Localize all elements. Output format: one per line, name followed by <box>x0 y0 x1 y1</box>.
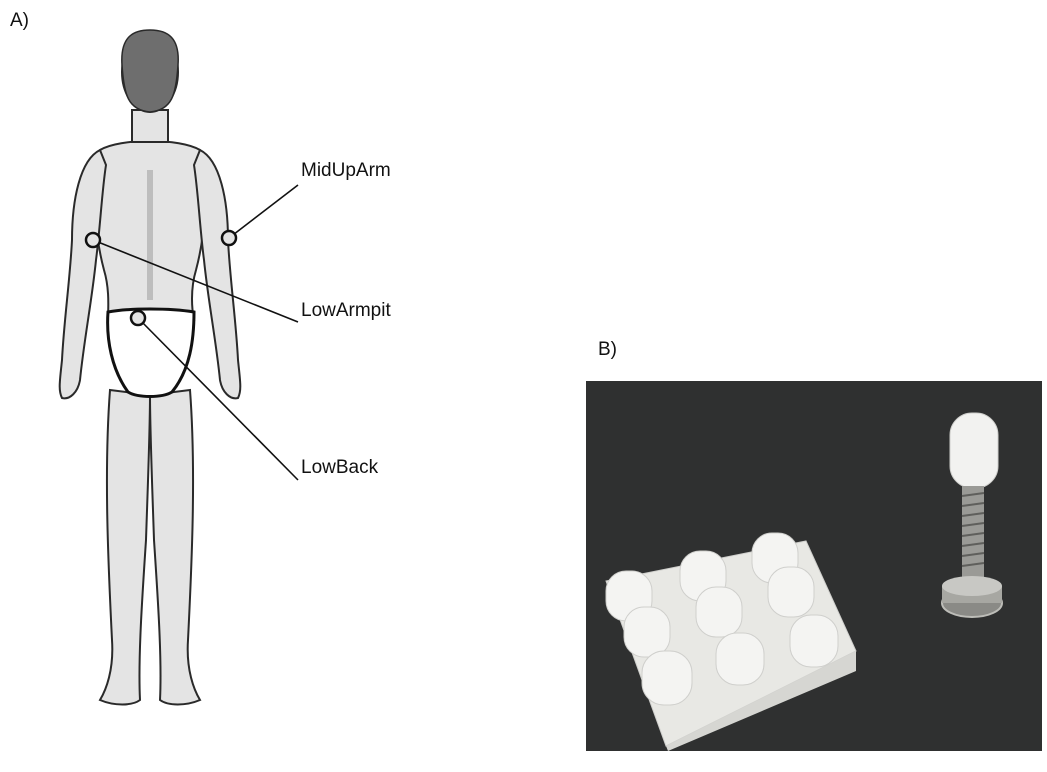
connector-midup <box>229 185 298 238</box>
site-marker-lowarm <box>86 233 100 247</box>
site-marker-lowback <box>131 311 145 325</box>
site-marker-midup <box>222 231 236 245</box>
hair <box>122 30 178 112</box>
site-label-midup: MidUpArm <box>301 160 391 182</box>
site-label-lowback: LowBack <box>301 457 378 479</box>
site-label-lowarm: LowArmpit <box>301 300 391 322</box>
panel-label-b: B) <box>598 339 617 361</box>
body-figure <box>0 0 600 772</box>
printed-parts-photo <box>586 381 1042 751</box>
underwear <box>108 309 194 397</box>
